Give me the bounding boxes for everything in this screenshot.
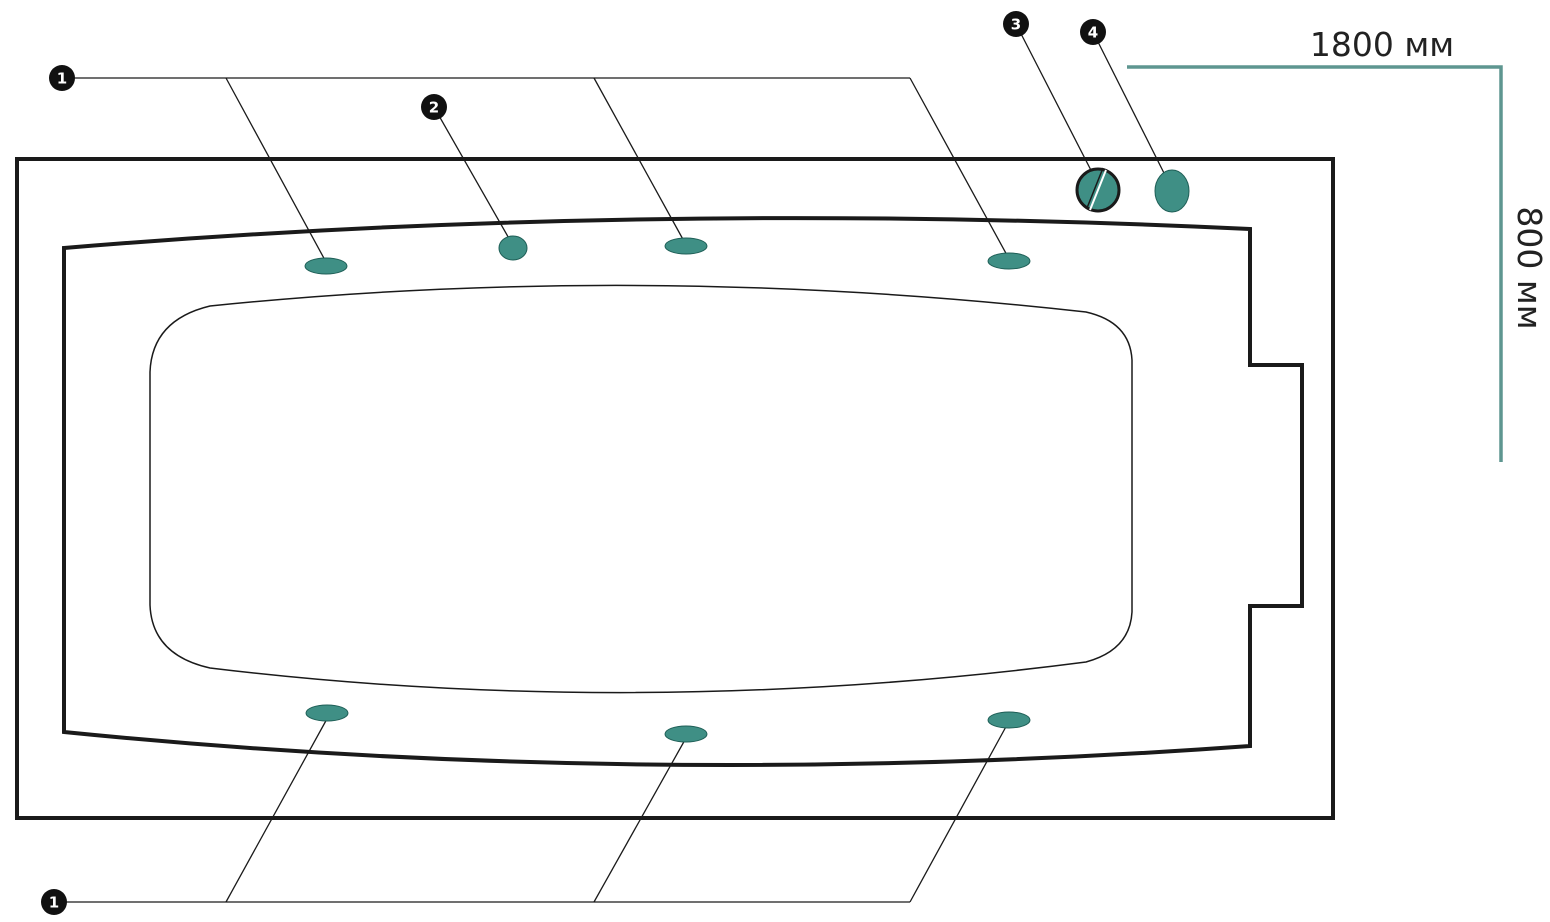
jets [304, 235, 1031, 743]
jet-bottom-3 [987, 711, 1031, 729]
tub-outer-frame [15, 157, 1335, 820]
drain-fitting [1154, 169, 1190, 213]
tub-rim-contour [62, 216, 1304, 767]
dimension-length: 1800 мм [1310, 25, 1454, 64]
leader-lines [54, 23, 1171, 903]
leader-drain [1092, 31, 1171, 186]
callout-jet-2: 2 [421, 94, 447, 120]
callout-jets-top: 1 [49, 65, 75, 91]
overflow-fitting [1075, 167, 1121, 213]
jet-top-1 [304, 257, 348, 275]
svg-text:3: 3 [1011, 16, 1021, 34]
leader-overflow [1015, 23, 1098, 183]
jet-bottom-2 [664, 725, 708, 743]
dimension-lines [1127, 65, 1503, 462]
jet-top-4 [987, 252, 1031, 270]
tub-basin [149, 284, 1133, 694]
jet-top-3 [664, 237, 708, 255]
callout-drain-4: 4 [1080, 19, 1106, 45]
callout-overflow-3: 3 [1003, 11, 1029, 37]
jet-top-2 [498, 235, 528, 261]
callout-jets-bottom: 1 [41, 889, 67, 915]
svg-text:4: 4 [1088, 24, 1098, 42]
svg-text:2: 2 [429, 99, 439, 117]
svg-text:1: 1 [57, 70, 67, 88]
dimension-width: 800 мм [1510, 206, 1549, 329]
leader-jet-2 [433, 106, 512, 243]
jet-bottom-1 [305, 704, 349, 722]
svg-text:1: 1 [49, 894, 59, 912]
